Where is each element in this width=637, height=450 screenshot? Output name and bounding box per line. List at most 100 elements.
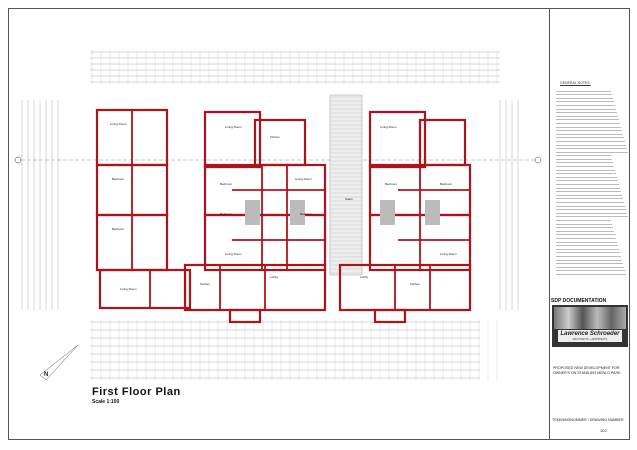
plan-scale: Scale 1:100 <box>92 399 120 405</box>
note-line <box>556 205 625 207</box>
note-line <box>556 166 614 168</box>
room-label: Bedroom <box>220 212 233 216</box>
note-line <box>556 115 618 117</box>
note-line <box>556 101 614 103</box>
room-label: Living Room <box>110 122 127 126</box>
firm-name: Lawrence Schroeder <box>558 330 622 342</box>
note-line <box>556 255 621 257</box>
note-line <box>556 90 611 92</box>
note-line <box>556 227 613 229</box>
note-line <box>556 108 616 110</box>
note-line <box>556 252 620 254</box>
note-line <box>556 104 615 106</box>
note-line <box>556 191 621 193</box>
note-line <box>556 144 626 146</box>
note-line <box>556 94 612 96</box>
note-line <box>556 263 623 265</box>
note-line <box>556 162 613 164</box>
drawing-number: 102 <box>600 428 607 433</box>
bathroom <box>380 200 395 225</box>
room-label: Bedroom <box>385 182 398 186</box>
note-line <box>556 130 622 132</box>
note-line <box>556 273 626 275</box>
note-line <box>556 137 624 139</box>
note-line <box>556 122 620 124</box>
north-label: N <box>44 372 48 378</box>
note-line <box>556 126 621 128</box>
note-line <box>556 148 627 150</box>
note-line <box>556 151 628 153</box>
bathroom <box>290 200 305 225</box>
logo-photo <box>554 307 626 329</box>
wall <box>373 308 407 324</box>
note-line <box>556 216 628 218</box>
north-arrow-icon <box>39 344 79 381</box>
note-line <box>556 212 627 214</box>
note-line <box>556 173 616 175</box>
room-label: Living Room <box>225 252 242 256</box>
wall <box>418 118 467 167</box>
wall <box>203 213 327 272</box>
room-label: Kitchen <box>270 135 280 139</box>
note-line <box>556 180 618 182</box>
note-line <box>556 198 623 200</box>
note-line <box>556 219 611 221</box>
sheet-border <box>8 8 630 440</box>
room-label: Lobby <box>360 275 369 279</box>
bathroom <box>425 200 440 225</box>
firm-logo: Lawrence Schroeder ARCHITECTS + ARCHITEC… <box>552 305 628 347</box>
note-line <box>556 97 613 99</box>
note-line <box>556 266 624 268</box>
note-line <box>556 237 616 239</box>
note-line <box>556 223 612 225</box>
title-block <box>549 8 630 440</box>
note-line <box>556 158 612 160</box>
room-label: Living Room <box>440 252 457 256</box>
note-line <box>556 245 618 247</box>
note-line <box>556 176 617 178</box>
wall <box>368 110 427 169</box>
note-line <box>556 248 619 250</box>
room-label: Living Room <box>225 125 242 129</box>
bathroom <box>245 200 260 225</box>
sdp-documentation-label: SDP DOCUMENTATION <box>551 298 607 304</box>
room-label: Kitchen <box>410 282 420 286</box>
wall <box>183 263 327 312</box>
section-marker <box>534 156 542 164</box>
note-line <box>556 169 615 171</box>
note-line <box>556 241 617 243</box>
room-label: Kitchen <box>200 282 210 286</box>
wall <box>203 110 262 169</box>
note-line <box>556 140 625 142</box>
note-line <box>556 184 619 186</box>
room-label: Lobby <box>270 275 279 279</box>
note-line <box>556 155 611 157</box>
room-label: Living Room <box>120 287 137 291</box>
section-marker <box>14 156 22 164</box>
note-line <box>556 259 622 261</box>
firm-subtitle: ARCHITECTS + ARCHITECTS <box>572 338 608 341</box>
room-label: Living Room <box>380 125 397 129</box>
note-line <box>556 119 619 121</box>
note-line <box>556 133 623 135</box>
drawing-number-label: TEKENINGNOMMER / DRAWING NUMBER <box>552 418 624 422</box>
wall <box>98 268 192 310</box>
wall <box>253 118 307 167</box>
project-description: PROPOSED NEW DEVELOPMENT FOR OWNER'S ON … <box>553 366 622 375</box>
note-line <box>556 209 626 211</box>
room-label: Bedroom <box>112 177 125 181</box>
room-label: Bedroom <box>220 182 233 186</box>
note-line <box>556 187 620 189</box>
note-line <box>556 112 617 114</box>
plan-title: First Floor Plan <box>92 386 181 398</box>
wall <box>228 308 262 324</box>
note-line <box>556 270 625 272</box>
room-label: Bedroom <box>112 227 125 231</box>
room-label: Stairs <box>345 197 353 201</box>
note-line <box>556 230 614 232</box>
note-line <box>556 202 624 203</box>
general-notes-text <box>556 88 628 288</box>
room-label: Living Room <box>295 177 312 181</box>
room-label: Bedroom <box>300 212 313 216</box>
